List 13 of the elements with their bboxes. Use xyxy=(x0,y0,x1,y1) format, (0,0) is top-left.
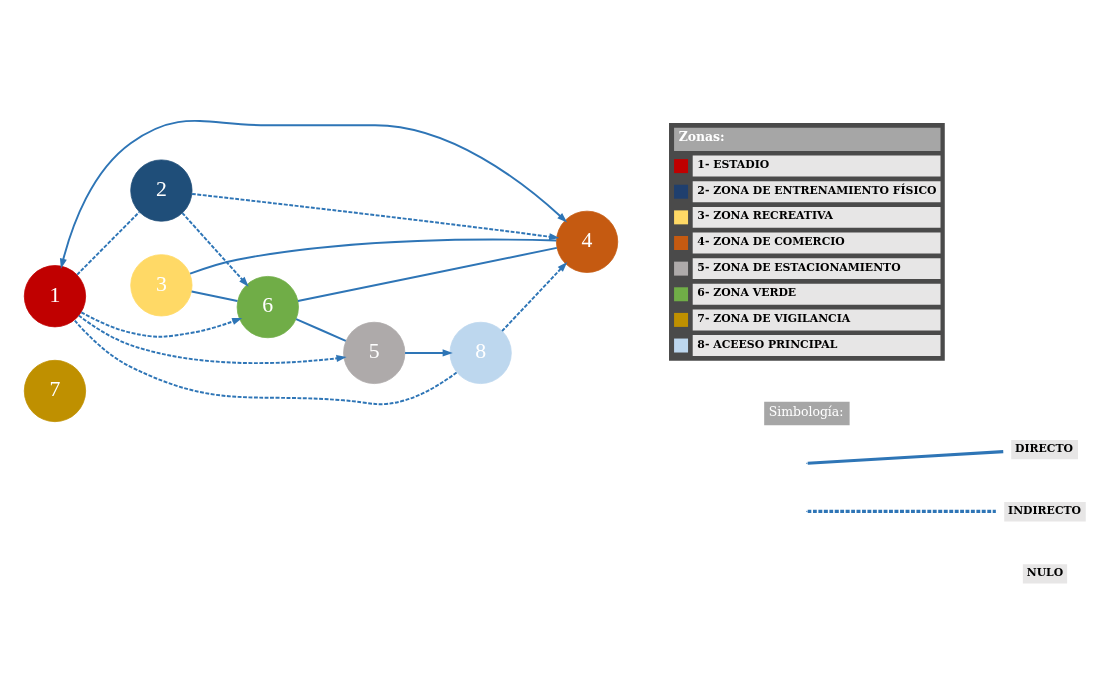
legend-label: 2- ZONA DE ENTRENAMIENTO FÍSICO xyxy=(697,183,937,197)
label: Simbología: xyxy=(768,404,844,420)
legend-label: 3- ZONA RECREATIVA xyxy=(697,209,833,223)
legend-label: 5- ZONA DE ESTACIONAMIENTO xyxy=(697,260,901,274)
legend-label: 7- ZONA DE VIGILANCIA xyxy=(697,312,851,325)
legend-label: 6- ZONA VERDE xyxy=(697,286,797,300)
legend-label: 1- ESTADIO xyxy=(697,158,770,172)
label: Zonas: xyxy=(678,129,725,145)
legend-label: INDIRECTO xyxy=(1008,503,1082,517)
legend-label: 8- ACEESO PRINCIPAL xyxy=(697,337,838,351)
legend-label: NULO xyxy=(1026,566,1064,580)
legend-label: DIRECTO xyxy=(1015,441,1074,455)
legend-label: 4- ZONA DE COMERCIO xyxy=(697,235,845,249)
